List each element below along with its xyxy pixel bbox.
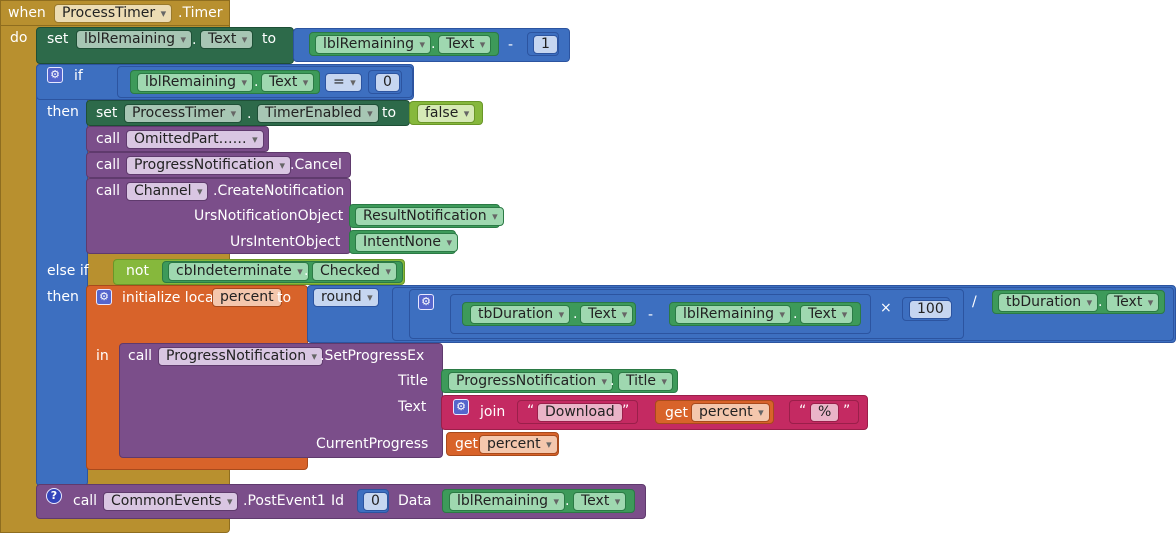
minus-operator: -	[648, 307, 654, 323]
divide-operator: /	[972, 294, 977, 310]
quote-close: ”	[622, 403, 630, 419]
join-keyword: join	[480, 404, 506, 420]
setprogress-component-dropdown[interactable]: ProgressNotification	[158, 347, 324, 366]
quote-open: “	[527, 403, 535, 419]
arg2-label: UrsIntentObject	[230, 234, 341, 250]
get-var-dropdown[interactable]: percent	[691, 403, 770, 422]
if-getter-property-dropdown[interactable]: Text	[261, 73, 315, 92]
title-component-dropdown[interactable]: ProgressNotification	[448, 372, 614, 391]
when-label: when	[8, 5, 46, 21]
text-arg-label: Text	[398, 399, 427, 415]
call-keyword: call	[96, 183, 121, 199]
rem-property-dropdown[interactable]: Text	[800, 305, 854, 324]
times-operator: ×	[880, 300, 892, 316]
elseif-keyword: else if	[47, 263, 89, 279]
then-keyword: then	[47, 104, 79, 120]
hundred-field[interactable]: 100	[909, 300, 952, 319]
set-keyword: set	[96, 105, 118, 121]
round-dropdown[interactable]: round	[313, 288, 379, 307]
id-number-field[interactable]: 0	[363, 492, 388, 511]
dot-sep: .	[793, 306, 798, 322]
local-var-name-field[interactable]: percent	[212, 288, 282, 307]
create-component-dropdown[interactable]: Channel	[126, 182, 209, 201]
dot-sep: .	[1098, 294, 1103, 310]
dot-sep: .	[254, 74, 259, 90]
cancel-component-dropdown[interactable]: ProgressNotification	[126, 156, 292, 175]
create-method: .CreateNotification	[213, 183, 345, 199]
title-arg-label: Title	[398, 373, 429, 389]
dot-sep: .	[247, 106, 252, 122]
post-method: .PostEvent1	[243, 493, 326, 509]
help-question-icon[interactable]: ?	[46, 488, 62, 504]
arg1-value-dropdown[interactable]: ResultNotification	[355, 207, 504, 226]
not-keyword: not	[126, 263, 149, 279]
set2-component-dropdown[interactable]: ProcessTimer	[124, 104, 243, 123]
dur1-component-dropdown[interactable]: tbDuration	[470, 305, 571, 324]
call-keyword: call	[73, 493, 98, 509]
event-name: .Timer	[178, 5, 223, 21]
percent-string-field[interactable]: %	[810, 403, 840, 422]
minus-operator: -	[508, 37, 514, 53]
quote-close: ”	[843, 403, 851, 419]
to-keyword: to	[277, 290, 292, 306]
data-component-dropdown[interactable]: lblRemaining	[449, 492, 566, 511]
get-keyword: get	[665, 405, 688, 421]
title-property-dropdown[interactable]: Title	[618, 372, 674, 391]
arg2-value-dropdown[interactable]: IntentNone	[355, 233, 458, 252]
get-keyword: get	[455, 436, 478, 452]
call-keyword: call	[128, 348, 153, 364]
quote-open: “	[799, 403, 807, 419]
if-keyword: if	[74, 68, 83, 84]
set1-property-dropdown[interactable]: Text	[200, 30, 254, 49]
do-label: do	[10, 30, 28, 46]
elseif-component-dropdown[interactable]: cbIndeterminate	[168, 262, 309, 281]
to-keyword: to	[262, 31, 277, 47]
dot-sep: .	[565, 493, 570, 509]
if-block[interactable]	[36, 64, 88, 486]
call-keyword: call	[96, 157, 121, 173]
call-keyword: call	[96, 131, 121, 147]
omitted-procedure-dropdown[interactable]: OmittedPart……	[126, 130, 264, 149]
current-arg-label: CurrentProgress	[316, 436, 429, 452]
post-component-dropdown[interactable]: CommonEvents	[103, 492, 239, 511]
set-keyword: set	[47, 31, 69, 47]
cancel-method: .Cancel	[290, 157, 342, 173]
getter1-property-dropdown[interactable]: Text	[438, 35, 492, 54]
getter1-component-dropdown[interactable]: lblRemaining	[315, 35, 432, 54]
dot-sep: .	[304, 263, 309, 279]
then2-keyword: then	[47, 289, 79, 305]
elseif-property-dropdown[interactable]: Checked	[312, 262, 398, 281]
init-local-label: initialize local	[122, 290, 218, 306]
mutator-gear-icon[interactable]: ⚙	[47, 67, 63, 83]
boolean-dropdown[interactable]: false	[417, 104, 476, 123]
compare-operator-dropdown[interactable]: =	[325, 73, 362, 92]
mutator-gear-icon[interactable]: ⚙	[96, 289, 112, 305]
event-component-dropdown[interactable]: ProcessTimer	[54, 4, 173, 23]
set1-component-dropdown[interactable]: lblRemaining	[76, 30, 193, 49]
set2-property-dropdown[interactable]: TimerEnabled	[257, 104, 379, 123]
mutator-gear-icon[interactable]: ⚙	[453, 399, 469, 415]
data-arg-label: Data	[398, 493, 432, 509]
number-field[interactable]: 1	[533, 35, 558, 54]
dot-sep: .	[610, 373, 615, 389]
download-string-field[interactable]: Download	[537, 403, 623, 422]
to-keyword: to	[382, 105, 397, 121]
if-getter-component-dropdown[interactable]: lblRemaining	[137, 73, 254, 92]
dot-sep: .	[431, 36, 436, 52]
data-property-dropdown[interactable]: Text	[573, 492, 627, 511]
dot-sep: .	[573, 306, 578, 322]
rem-component-dropdown[interactable]: lblRemaining	[675, 305, 792, 324]
dur2-component-dropdown[interactable]: tbDuration	[998, 293, 1099, 312]
number-field[interactable]: 0	[375, 73, 400, 92]
id-arg-label: Id	[331, 493, 345, 509]
get2-var-dropdown[interactable]: percent	[479, 435, 558, 454]
dur1-property-dropdown[interactable]: Text	[580, 305, 634, 324]
dot-sep: .	[192, 32, 197, 48]
mutator-gear-icon[interactable]: ⚙	[418, 294, 434, 310]
in-keyword: in	[96, 348, 109, 364]
setprogress-method: .SetProgressEx	[320, 348, 425, 364]
arg1-label: UrsNotificationObject	[194, 208, 344, 224]
dur2-property-dropdown[interactable]: Text	[1106, 293, 1160, 312]
